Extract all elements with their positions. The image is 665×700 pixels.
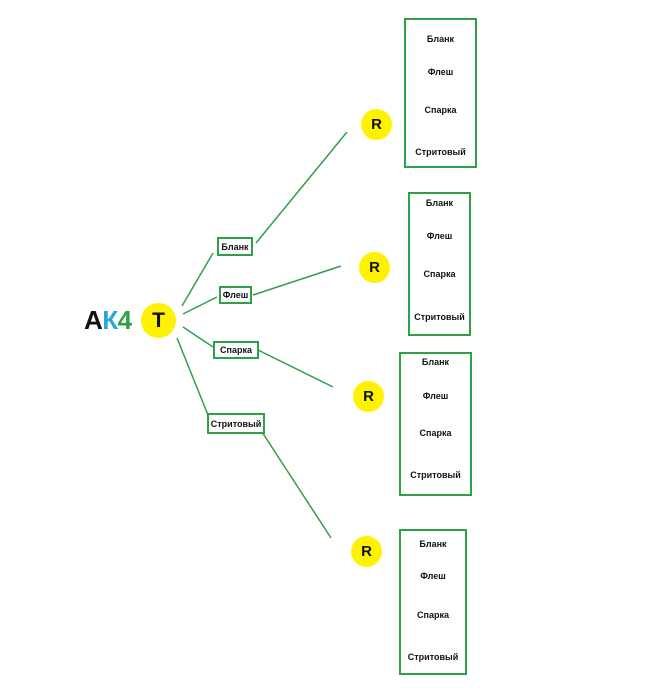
option-flush: Флеш	[422, 391, 449, 401]
option-flush: Флеш	[426, 231, 453, 241]
hand-label: АК4	[84, 304, 132, 336]
option-flush: Флеш	[427, 67, 454, 77]
option-sparka: Спарка	[423, 269, 456, 279]
response-node-r2: R	[359, 252, 390, 283]
option-straight: Стритовый	[407, 652, 459, 662]
option-sparka: Спарка	[417, 610, 449, 620]
option-straight: Стритовый	[414, 312, 465, 322]
option-straight: Стритовый	[415, 147, 466, 157]
options-box-4: Бланк Флеш Спарка Стритовый	[399, 529, 467, 675]
edge-t-blank	[181, 252, 214, 307]
option-blank: Бланк	[421, 357, 450, 367]
action-node-flush: Флеш	[219, 286, 252, 304]
edge-t-flush	[182, 296, 218, 315]
edge-flush-r2	[252, 265, 342, 296]
response-node-r1: R	[361, 109, 392, 140]
options-box-1: Бланк Флеш Спарка Стритовый	[404, 18, 477, 168]
hand-label-part-3: 4	[117, 305, 132, 335]
hand-label-part-2: К	[102, 305, 118, 335]
edge-blank-r1	[255, 131, 348, 244]
option-flush: Флеш	[420, 571, 446, 581]
edge-straight-r4	[261, 431, 332, 539]
option-straight: Стритовый	[410, 470, 461, 480]
edge-sparka-r3	[257, 349, 334, 388]
option-sparka: Спарка	[419, 428, 452, 438]
action-node-blank: Бланк	[217, 237, 253, 256]
hand-label-part-1: А	[84, 305, 103, 335]
options-box-3: Бланк Флеш Спарка Стритовый	[399, 352, 472, 496]
root-node-t: T	[141, 303, 176, 338]
option-blank: Бланк	[425, 198, 454, 208]
response-node-r3: R	[353, 381, 384, 412]
edge-t-sparka	[182, 326, 214, 348]
action-node-straight: Стритовый	[207, 413, 265, 434]
option-blank: Бланк	[419, 539, 447, 549]
option-blank: Бланк	[426, 34, 455, 44]
action-node-sparka: Спарка	[213, 341, 259, 359]
options-box-2: Бланк Флеш Спарка Стритовый	[408, 192, 471, 336]
edge-t-straight	[176, 337, 209, 416]
response-node-r4: R	[351, 536, 382, 567]
option-sparka: Спарка	[424, 105, 457, 115]
